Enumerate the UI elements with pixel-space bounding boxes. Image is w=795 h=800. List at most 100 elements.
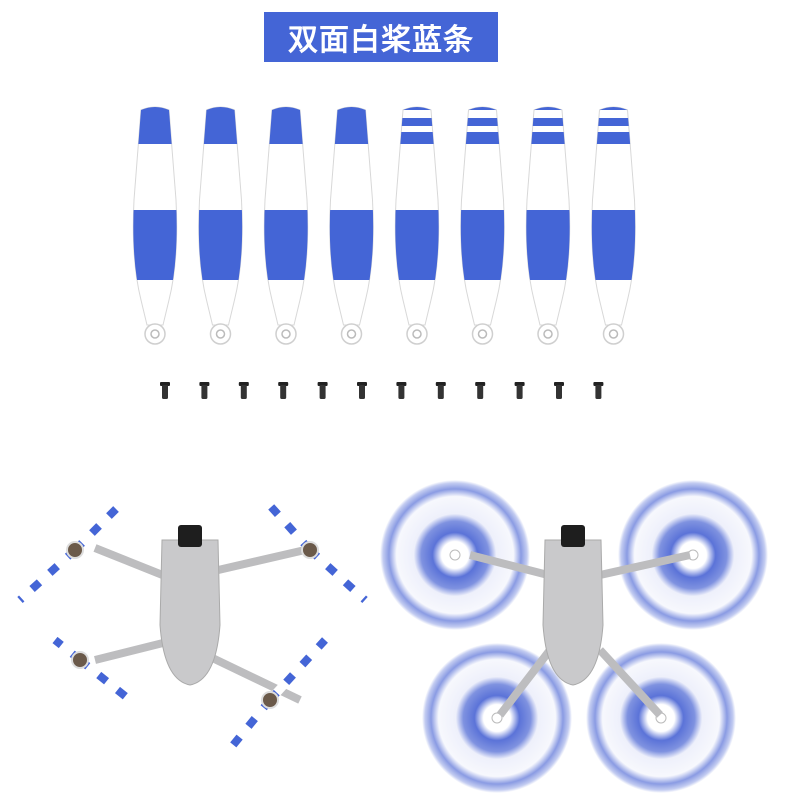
blue-band bbox=[329, 210, 374, 280]
screw-shaft bbox=[201, 385, 208, 399]
title-text: 双面白桨蓝条 bbox=[288, 23, 474, 58]
screw bbox=[554, 382, 564, 399]
title-banner: 双面白桨蓝条 bbox=[264, 12, 498, 62]
propeller-blade bbox=[15, 545, 80, 605]
drone-camera bbox=[561, 525, 585, 547]
blue-band bbox=[526, 210, 570, 280]
drone-arm bbox=[94, 636, 176, 664]
screw bbox=[475, 382, 486, 399]
drone-arm bbox=[599, 551, 691, 579]
screw bbox=[514, 382, 525, 399]
tip-stripe bbox=[460, 132, 505, 144]
drone-camera bbox=[178, 525, 202, 547]
blue-band bbox=[198, 210, 243, 280]
screw-shaft bbox=[280, 385, 287, 399]
spinning-propeller bbox=[586, 643, 736, 793]
drone-arm bbox=[469, 551, 549, 579]
propeller-blade bbox=[265, 635, 330, 705]
screw bbox=[357, 382, 367, 399]
propeller bbox=[591, 106, 636, 345]
screw-head bbox=[554, 382, 564, 386]
motor bbox=[301, 541, 319, 559]
propeller-bands bbox=[460, 107, 505, 280]
blue-bands bbox=[77, 656, 133, 704]
screw bbox=[238, 382, 249, 399]
drone-arm bbox=[496, 647, 554, 718]
hub-hole bbox=[346, 329, 357, 339]
tip-stripe bbox=[395, 118, 439, 126]
propeller-bands bbox=[198, 107, 243, 280]
propeller bbox=[460, 106, 505, 345]
screw bbox=[160, 382, 170, 399]
tip-stripe bbox=[460, 107, 505, 110]
hub-hole bbox=[150, 329, 160, 339]
tip-stripe bbox=[395, 132, 439, 144]
screw-head bbox=[357, 382, 367, 386]
propeller-bands bbox=[591, 107, 636, 280]
spinning-propeller bbox=[380, 480, 530, 630]
screw-shaft bbox=[437, 385, 444, 399]
screw bbox=[317, 382, 328, 399]
blue-bands bbox=[262, 497, 313, 553]
tip-stripe bbox=[591, 132, 636, 144]
blue-band bbox=[264, 210, 308, 280]
screw-head bbox=[160, 382, 170, 386]
screw bbox=[435, 382, 446, 399]
propeller-row bbox=[132, 106, 636, 345]
drone-arm bbox=[597, 647, 663, 718]
propeller-bands bbox=[133, 107, 177, 280]
propeller-hub bbox=[449, 549, 461, 561]
propeller bbox=[132, 106, 178, 345]
propeller bbox=[394, 106, 440, 345]
screw-shaft bbox=[595, 385, 602, 399]
tip-stripe bbox=[591, 107, 636, 110]
screw-shaft bbox=[319, 385, 326, 399]
hub-hole bbox=[608, 329, 619, 339]
blue-band bbox=[133, 210, 177, 280]
screw-shaft bbox=[556, 385, 562, 399]
hub-hole bbox=[543, 329, 553, 339]
propeller-blade bbox=[305, 545, 370, 605]
tip-stripe bbox=[395, 107, 439, 110]
screw-head bbox=[278, 382, 289, 386]
screw bbox=[396, 382, 407, 399]
drone-with-propellers bbox=[15, 495, 370, 760]
screw-shaft bbox=[359, 385, 365, 399]
propeller-hub bbox=[491, 712, 503, 724]
screw-shaft bbox=[516, 385, 523, 399]
motor bbox=[261, 691, 279, 709]
tip-stripe bbox=[460, 118, 505, 126]
drone-body bbox=[542, 539, 604, 686]
hub-hole bbox=[281, 329, 291, 339]
screw-shaft bbox=[162, 385, 168, 399]
motor bbox=[71, 651, 89, 669]
motor bbox=[66, 541, 84, 559]
spinning-propeller bbox=[422, 643, 572, 793]
screw-head bbox=[396, 382, 407, 386]
screw bbox=[278, 382, 289, 399]
screw-head bbox=[475, 382, 486, 386]
hub-hole bbox=[215, 329, 226, 339]
tip-stripe bbox=[526, 132, 570, 144]
tip-stripe bbox=[591, 118, 636, 126]
blue-band bbox=[395, 210, 439, 280]
screw-shaft bbox=[477, 385, 484, 399]
hub-hole bbox=[477, 329, 488, 339]
blue-band bbox=[460, 210, 505, 280]
propeller bbox=[525, 106, 571, 345]
screw bbox=[593, 382, 604, 399]
propeller-blade bbox=[70, 495, 130, 555]
propeller-bands bbox=[526, 107, 570, 280]
blue-band bbox=[591, 210, 636, 280]
tip-stripe bbox=[526, 118, 570, 126]
screw bbox=[199, 382, 210, 399]
propeller bbox=[329, 106, 374, 345]
screw-head bbox=[593, 382, 604, 386]
propeller bbox=[198, 106, 243, 345]
screw-row bbox=[160, 382, 604, 399]
drone-body bbox=[159, 539, 221, 686]
screw-shaft bbox=[240, 385, 247, 399]
screw-head bbox=[238, 382, 249, 386]
propeller-blade bbox=[220, 695, 275, 760]
